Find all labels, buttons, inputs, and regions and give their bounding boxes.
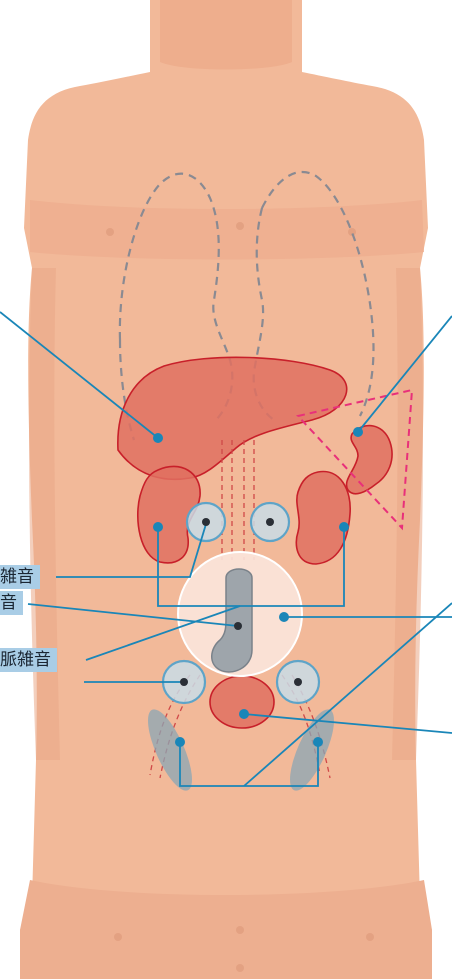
torso-body <box>20 0 432 979</box>
bladder <box>210 676 274 728</box>
neck <box>160 0 292 70</box>
label-middle-bruit: 音 <box>0 591 23 615</box>
label-lower-bruit: 脈雑音 <box>0 648 57 672</box>
label-upper-bruit: 雑音 <box>0 565 40 589</box>
